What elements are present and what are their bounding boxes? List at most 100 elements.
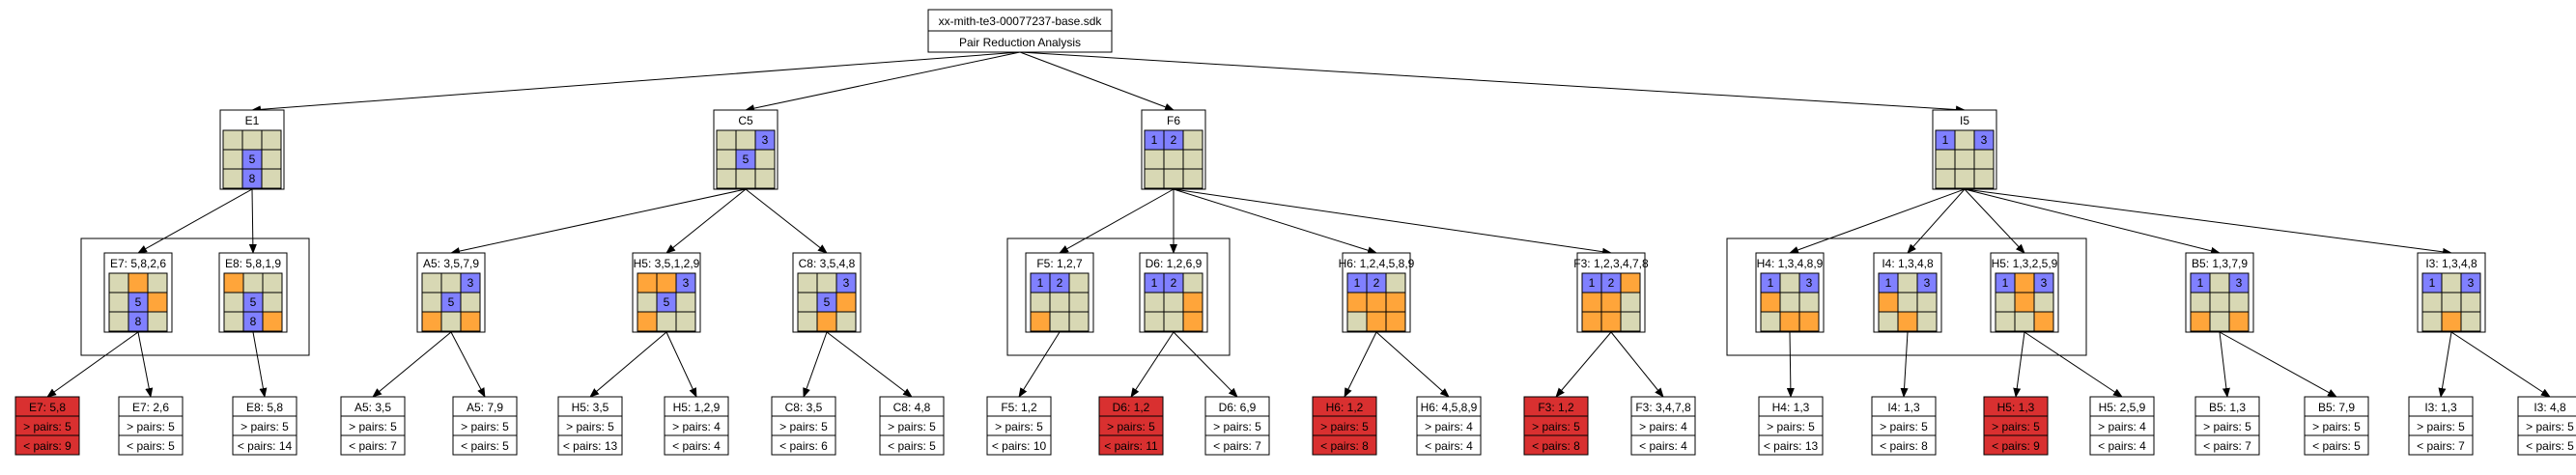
mid-node: E8: 5,8,1,958 (218, 252, 288, 333)
leaf-lt-pairs: < pairs: 14 (238, 439, 293, 453)
edge-arrow (803, 331, 828, 398)
grid-cell (440, 272, 462, 293)
leaf-label: H5: 1,2,9 (673, 401, 721, 414)
leaf-lt-pairs: < pairs: 13 (563, 439, 618, 453)
leaf-label: B5: 7,9 (2318, 401, 2355, 414)
grid-cell (1068, 311, 1090, 332)
grid-cell (1760, 311, 1781, 332)
leaf-label: D6: 6,9 (1219, 401, 1257, 414)
leaf-lt-pairs: < pairs: 8 (1320, 439, 1369, 453)
leaf-gt-pairs: > pairs: 5 (566, 420, 614, 433)
grid-cell (637, 292, 658, 313)
edge-arrow (826, 331, 913, 398)
edge-arrow (589, 331, 667, 398)
edge-arrow (2024, 331, 2123, 398)
grid-cell (2209, 311, 2230, 332)
node-label: H5: 3,5,1,2,9 (634, 257, 700, 270)
leaf-label: H4: 1,3 (1772, 401, 1810, 414)
edge-arrow (251, 51, 1021, 114)
grid-cell-value: 2 (1057, 276, 1063, 290)
grid-cell (223, 292, 244, 313)
grid-cell-value: 1 (2197, 276, 2204, 290)
grid-cell (1779, 311, 1800, 332)
grid-cell-value: 1 (1151, 133, 1158, 147)
leaf-lt-pairs: < pairs: 5 (888, 439, 936, 453)
grid-cell-value: 3 (683, 276, 690, 290)
node-label: E7: 5,8,2,6 (110, 257, 166, 270)
leaf-label: A5: 7,9 (467, 401, 503, 414)
grid-cell (1163, 292, 1184, 313)
grid-cell (2421, 292, 2443, 313)
edge-arrow (372, 331, 452, 398)
leaf-gt-pairs: > pairs: 4 (672, 420, 721, 433)
leaf-node: E8: 5,8> pairs: 5< pairs: 14 (232, 396, 297, 456)
edge-arrow (1130, 331, 1175, 398)
grid-cell-value: 1 (1354, 276, 1361, 290)
grid-cell (1916, 311, 1938, 332)
leaf-node: F3: 3,4,7,8> pairs: 4< pairs: 4 (1630, 396, 1696, 456)
grid-cell (421, 311, 442, 332)
edge-arrow (1019, 51, 1175, 111)
edge-arrow (450, 331, 486, 398)
edge-arrow (248, 188, 257, 254)
leaf-label: E7: 2,6 (132, 401, 169, 414)
edge-arrow (2438, 331, 2452, 398)
grid-cell (1049, 311, 1070, 332)
grid-cell-value: 3 (762, 133, 769, 147)
grid-cell (1144, 311, 1165, 332)
leaf-gt-pairs: > pairs: 5 (1320, 420, 1369, 433)
leaf-node: D6: 6,9> pairs: 5< pairs: 7 (1204, 396, 1270, 456)
grid-cell (440, 311, 462, 332)
leaf-gt-pairs: > pairs: 5 (1107, 420, 1155, 433)
leaf-label: H5: 2,5,9 (2099, 401, 2146, 414)
grid-cell-value: 1 (2002, 276, 2009, 290)
grid-cell (1878, 311, 1899, 332)
grid-cell-value: 8 (135, 315, 142, 328)
grid-cell (1385, 272, 1406, 293)
node-label: D6: 1,2,6,9 (1146, 257, 1203, 270)
edge-arrow (1964, 188, 2025, 254)
node-label: E8: 5,8,1,9 (225, 257, 281, 270)
grid-cell (108, 311, 129, 332)
grid-cell (1182, 272, 1203, 293)
grid-cell (835, 311, 857, 332)
edge-arrow (137, 331, 154, 398)
grid-cell-value: 3 (1924, 276, 1931, 290)
leaf-lt-pairs: < pairs: 4 (672, 439, 721, 453)
grid-cell (460, 292, 481, 313)
root-node: xx-mith-te3-00077237-base.sdk Pair Reduc… (927, 9, 1113, 53)
grid-cell (1385, 311, 1406, 332)
leaf-label: F3: 1,2 (1538, 401, 1574, 414)
grid-cell (108, 292, 129, 313)
grid-cell-value: 5 (664, 295, 670, 309)
grid-cell (1897, 311, 1918, 332)
grid-cell (1366, 311, 1387, 332)
grid-cell (108, 272, 129, 293)
leaf-node: F3: 1,2> pairs: 5< pairs: 8 (1523, 396, 1589, 456)
grid-cell (222, 149, 243, 170)
grid-cell (1620, 292, 1641, 313)
grid-cell (1581, 311, 1602, 332)
leaf-gt-pairs: > pairs: 5 (1213, 420, 1261, 433)
mid-node: E7: 5,8,2,658 (103, 252, 173, 333)
grid-cell (1897, 292, 1918, 313)
leaf-node: H5: 3,5> pairs: 5< pairs: 13 (557, 396, 623, 456)
grid-cell (1144, 292, 1165, 313)
grid-cell (1030, 292, 1051, 313)
grid-cell (754, 168, 776, 189)
leaf-nodes: E7: 5,8> pairs: 5< pairs: 9 E7: 2,6 > pair… (14, 396, 2576, 456)
leaf-node: E7: 5,8> pairs: 5< pairs: 9 (14, 396, 80, 456)
leaf-lt-pairs: < pairs: 7 (2417, 439, 2465, 453)
edge-arrow (665, 188, 747, 254)
leaf-label: I3: 1,3 (2424, 401, 2457, 414)
grid-cell (1182, 129, 1203, 151)
grid-cell (816, 311, 837, 332)
grid-cell (675, 311, 696, 332)
grid-cell (222, 168, 243, 189)
grid-cell-value: 5 (250, 295, 257, 309)
leaf-gt-pairs: > pairs: 5 (241, 420, 289, 433)
